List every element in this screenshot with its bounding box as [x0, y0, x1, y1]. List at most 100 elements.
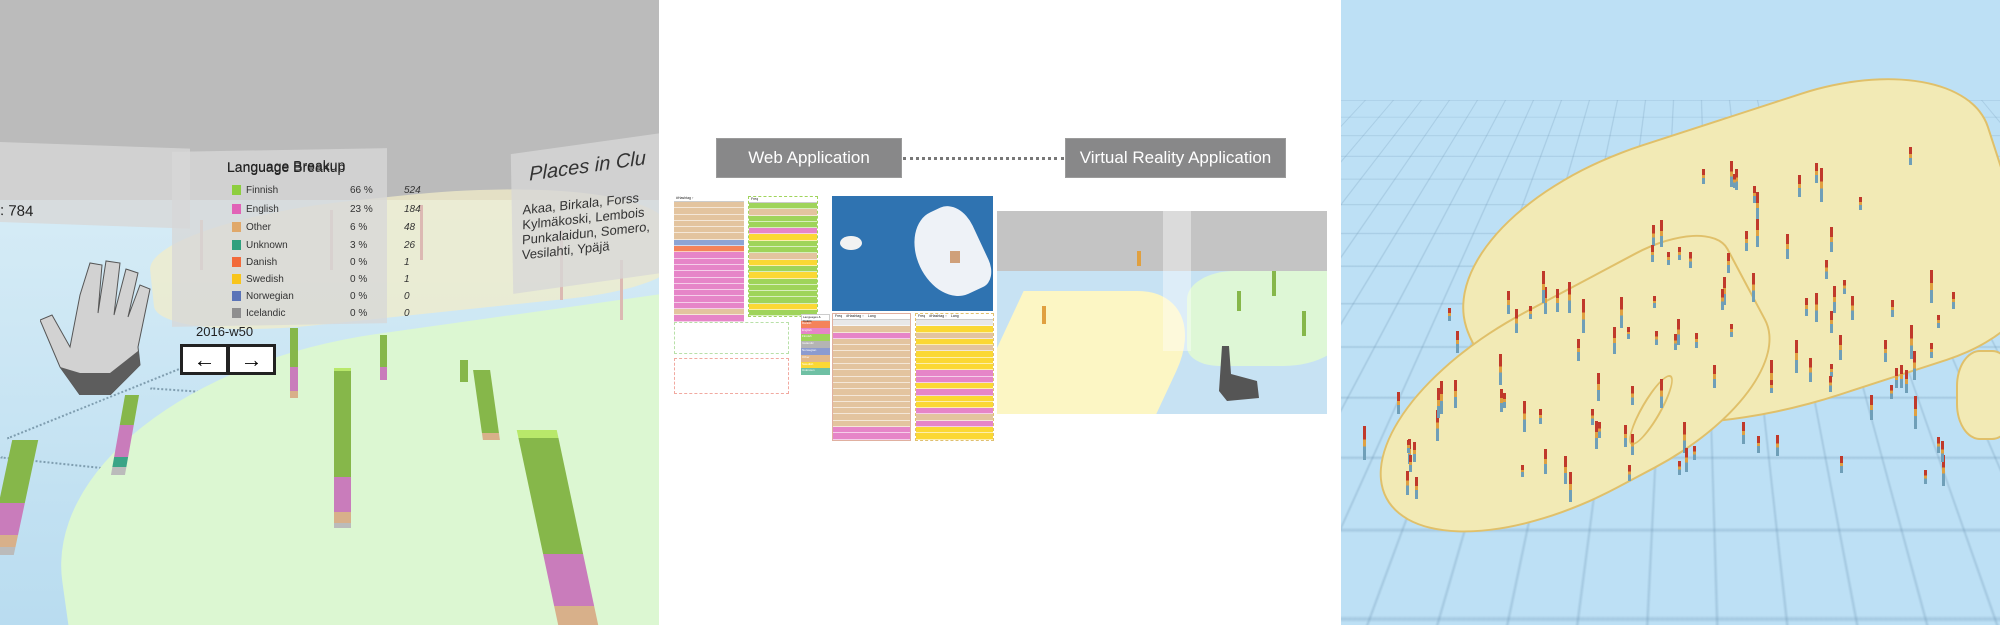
col-lang: Lang: [950, 314, 959, 318]
stacked-bar: [290, 328, 298, 398]
map-pin: [1455, 330, 1459, 354]
map-pin: [1538, 408, 1542, 424]
map-pin: [1797, 175, 1801, 198]
col-freq: Freq: [835, 314, 843, 318]
map-pin: [1830, 310, 1834, 333]
col-lang: Lang: [867, 314, 876, 318]
map-pin: [1631, 386, 1635, 406]
color-swatch: [232, 240, 241, 250]
language-row-icelandic: Icelandic 0 % 0: [232, 306, 434, 320]
cluster-highlight: [950, 251, 960, 263]
map-pin: [1900, 365, 1904, 389]
map-pin: [1597, 373, 1601, 402]
language-breakup-title-text: Language Breakup: [227, 159, 346, 175]
previous-week-button[interactable]: ←: [183, 347, 226, 372]
map-pin: [1653, 295, 1657, 308]
map-pin: [1523, 400, 1527, 432]
language-row-other: Other 6 % 48: [232, 220, 434, 234]
language-count: 1: [404, 256, 410, 268]
map-pin: [1563, 456, 1567, 485]
data-bar: [420, 205, 423, 260]
hashtag-table-4: Freq #Hashtag ↑ Lang: [915, 313, 994, 441]
vr-application-label: Virtual Reality Application: [1065, 138, 1286, 178]
map-pin: [1820, 168, 1824, 202]
places-title: Places in Clu: [529, 147, 647, 186]
map-pin: [1952, 291, 1956, 309]
map-pin: [1930, 342, 1934, 358]
language-count: 1: [404, 273, 410, 285]
map-pin: [1842, 280, 1846, 294]
map-pin: [1544, 287, 1548, 314]
map-pin: [1890, 385, 1894, 399]
map-pin: [1630, 433, 1634, 456]
map-pin: [1829, 226, 1833, 253]
map-pin: [1838, 334, 1842, 360]
map-pin: [1712, 364, 1716, 388]
map-pin: [1595, 420, 1599, 450]
map-pin: [1627, 464, 1631, 482]
language-row-unknown: Unknown 3 % 26: [232, 238, 434, 252]
map-pin: [1829, 375, 1833, 393]
map-pin: [1694, 332, 1698, 348]
map-pin: [1832, 285, 1836, 314]
map-pin: [1515, 308, 1519, 333]
legend-item: English: [801, 327, 830, 335]
map-pin: [1576, 339, 1580, 361]
map-pin: [1677, 247, 1681, 260]
language-count: 184: [404, 203, 421, 215]
map-pin: [1913, 350, 1917, 380]
map-pin: [1500, 389, 1504, 412]
map-pin: [1437, 387, 1441, 419]
vr-scene-right: [1341, 0, 2000, 625]
vr-preview: [997, 211, 1327, 414]
map-pin: [1544, 448, 1548, 474]
language-name: English: [246, 203, 279, 215]
map-pin: [1795, 340, 1799, 374]
map-pin: [1732, 173, 1736, 188]
map-pin: [1397, 392, 1401, 415]
cluster-note-red: [674, 358, 789, 394]
map-pin: [1626, 326, 1630, 340]
map-pin: [1453, 380, 1457, 408]
language-breakup-rows: Language Breakup Finnish 66 % 524 Englis…: [172, 150, 421, 325]
map-pin: [1666, 252, 1670, 265]
map-pin: [1528, 306, 1532, 320]
next-week-button[interactable]: →: [230, 347, 273, 372]
map-pin: [1541, 271, 1545, 304]
map-pin: [1448, 307, 1452, 322]
map-pin: [1752, 273, 1756, 302]
dotted-connector: [903, 157, 1064, 160]
map-pin: [1924, 469, 1928, 485]
places-list: Akaa, Birkala, Forss Kylmäkoski, Lembois…: [521, 190, 651, 263]
map-pin: [1414, 476, 1418, 499]
overview-map[interactable]: [832, 196, 993, 311]
legend-item: Danish: [801, 320, 830, 328]
map-pin: [1726, 253, 1730, 273]
map-pin: [1650, 245, 1654, 263]
scandinavia-shape: [901, 198, 993, 308]
language-count: 0: [404, 307, 410, 319]
legend-item: Unknown: [801, 368, 830, 376]
map-pin: [1655, 330, 1659, 346]
map-pin: [1412, 442, 1416, 462]
data-bar: [1237, 291, 1241, 311]
color-swatch: [232, 185, 241, 195]
language-count: 524: [404, 184, 421, 196]
map-pin: [1891, 300, 1895, 318]
table-header: Freq #Hashtag ↑ Lang: [833, 314, 910, 320]
map-pin: [1936, 314, 1940, 328]
tweets-count-panel: ets: 784: [0, 141, 190, 229]
map-pin: [1942, 455, 1946, 487]
map-pin: [1683, 422, 1687, 453]
map-pin: [1521, 465, 1525, 478]
map-pin: [1809, 357, 1813, 382]
map-pin: [1937, 437, 1941, 453]
map-pin: [1884, 339, 1888, 363]
table-header: Freq: [749, 197, 817, 203]
map-pin: [1769, 380, 1773, 393]
map-pin: [1689, 252, 1693, 268]
legend-item: Icelandic: [801, 341, 830, 348]
map-pin: [1824, 259, 1828, 280]
language-name: Icelandic: [246, 307, 286, 319]
map-pin: [1914, 396, 1918, 429]
